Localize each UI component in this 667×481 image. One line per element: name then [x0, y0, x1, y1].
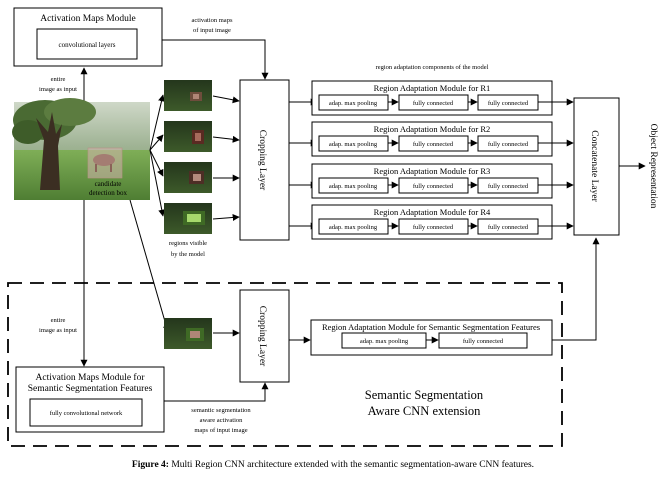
region-thumbnail-r4	[164, 203, 212, 234]
image-as-input-bottom-label: image as input	[39, 327, 77, 334]
image-as-input-top-label: image as input	[39, 86, 77, 93]
entire-bottom-label: entire	[51, 317, 66, 324]
seg-activation-maps-connector: semantic segmentation aware activation m…	[164, 382, 269, 434]
detection-box-label: detection box	[89, 189, 127, 197]
r2-fc2-label: fully connected	[488, 141, 529, 148]
seg-maps-label-line1: semantic segmentation	[191, 407, 251, 414]
region-module-r1: Region Adaptation Module for R1 adap. ma…	[311, 80, 553, 116]
input-image: candidate detection box	[12, 98, 150, 200]
region-thumbnail-r1	[164, 80, 212, 111]
region-thumbnail-segmentation	[164, 318, 212, 349]
seg-activation-maps-module: Activation Maps Module for Semantic Segm…	[15, 366, 165, 433]
region-thumbnail-r2	[164, 121, 212, 152]
caption-prefix: Figure 4:	[132, 460, 169, 470]
seg-maps-label-line2: aware activation	[200, 417, 244, 424]
object-representation-label: Object Representation	[648, 124, 658, 209]
regions-to-cropping-arrows	[212, 95, 240, 221]
r4-pool-label: adap. max pooling	[329, 224, 378, 231]
image-to-regions-arrows	[129, 94, 170, 333]
activation-maps-module: Activation Maps Module convolutional lay…	[13, 7, 163, 67]
r1-fc2-label: fully connected	[488, 100, 529, 107]
region-module-r1-title: Region Adaptation Module for R1	[374, 83, 491, 93]
caption-text: Multi Region CNN architecture extended w…	[169, 459, 534, 470]
r3-fc2-label: fully connected	[488, 183, 529, 190]
r2-fc1-label: fully connected	[413, 141, 454, 148]
activation-maps-module-title: Activation Maps Module	[40, 14, 136, 24]
region-module-r4-title: Region Adaptation Module for R4	[374, 207, 491, 217]
entire-top-label: entire	[51, 76, 66, 83]
entire-image-top: entire image as input	[39, 67, 88, 102]
seg-pool-label: adap. max pooling	[360, 338, 409, 345]
extension-label-line1: Semantic Segmentation	[365, 388, 484, 402]
seg-region-module-title: Region Adaptation Module for Semantic Se…	[322, 322, 540, 332]
cropping-layer-top-label: Cropping Layer	[257, 130, 267, 191]
seg-fc-label: fully connected	[463, 338, 504, 345]
concatenate-layer-label: Concatenate Layer	[589, 130, 599, 202]
activation-maps-connector: activation maps of input image	[162, 17, 269, 80]
of-input-image-label: of input image	[193, 27, 231, 34]
candidate-label: candidate	[95, 180, 122, 188]
region-adaptation-header: region adaptation components of the mode…	[376, 64, 489, 71]
r4-fc2-label: fully connected	[488, 224, 529, 231]
r3-fc1-label: fully connected	[413, 183, 454, 190]
region-module-r3-title: Region Adaptation Module for R3	[374, 166, 491, 176]
cropping-layer-top: Cropping Layer	[239, 79, 290, 241]
region-module-r2-title: Region Adaptation Module for R2	[374, 124, 491, 134]
semantic-extension-region	[7, 282, 563, 447]
r1-pool-label: adap. max pooling	[329, 100, 378, 107]
seg-maps-label-line3: maps of input image	[194, 427, 247, 434]
region-module-r4: Region Adaptation Module for R4 adap. ma…	[311, 204, 553, 240]
figure-caption: Figure 4: Multi Region CNN architecture …	[132, 459, 534, 470]
by-the-model-label: by the model	[171, 251, 205, 258]
concatenate-layer: Concatenate Layer	[573, 97, 620, 236]
region-thumbnail-r3	[164, 162, 212, 193]
seg-region-module: Region Adaptation Module for Semantic Se…	[310, 319, 553, 356]
convolutional-layers-label: convolutional layers	[59, 41, 116, 49]
seg-activation-title-line2: Semantic Segmentation Features	[28, 384, 153, 394]
region-module-r2: Region Adaptation Module for R2 adap. ma…	[311, 121, 553, 157]
regions-visible-label: regions visible	[169, 240, 207, 247]
extension-label-line2: Aware CNN extension	[368, 404, 481, 418]
r2-pool-label: adap. max pooling	[329, 141, 378, 148]
activation-maps-label: activation maps	[192, 17, 233, 24]
cropping-layer-bottom-label: Cropping Layer	[257, 306, 267, 367]
r3-pool-label: adap. max pooling	[329, 183, 378, 190]
cropping-layer-bottom: Cropping Layer	[239, 289, 290, 383]
r1-fc1-label: fully connected	[413, 100, 454, 107]
fully-convolutional-network-label: fully convolutional network	[50, 410, 123, 417]
region-module-r3: Region Adaptation Module for R3 adap. ma…	[311, 163, 553, 199]
entire-image-bottom: entire image as input	[39, 200, 88, 367]
seg-activation-title-line1: Activation Maps Module for	[36, 372, 146, 383]
r4-fc1-label: fully connected	[413, 224, 454, 231]
